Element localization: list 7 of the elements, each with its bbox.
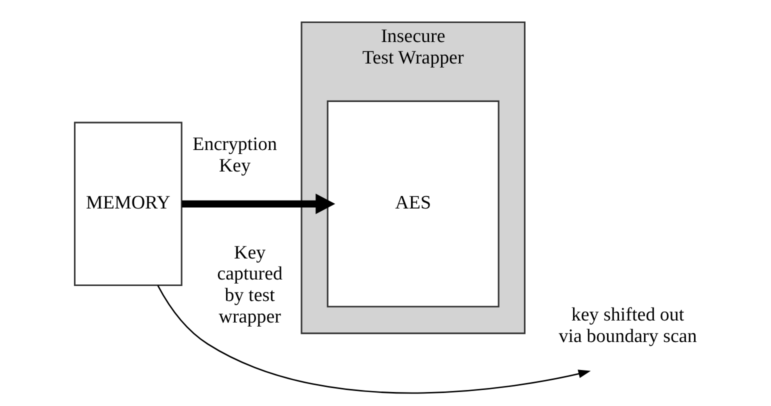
arrow: [156, 285, 590, 394]
edge-label: Encryption Key: [192, 134, 276, 176]
label: Key captured by test wrapper: [216, 242, 282, 328]
node-box: AES: [326, 100, 499, 308]
edge-label: key shifted out via boundary scan: [558, 304, 696, 347]
node-box: MEMORY: [73, 122, 182, 286]
arrow: [181, 194, 335, 214]
